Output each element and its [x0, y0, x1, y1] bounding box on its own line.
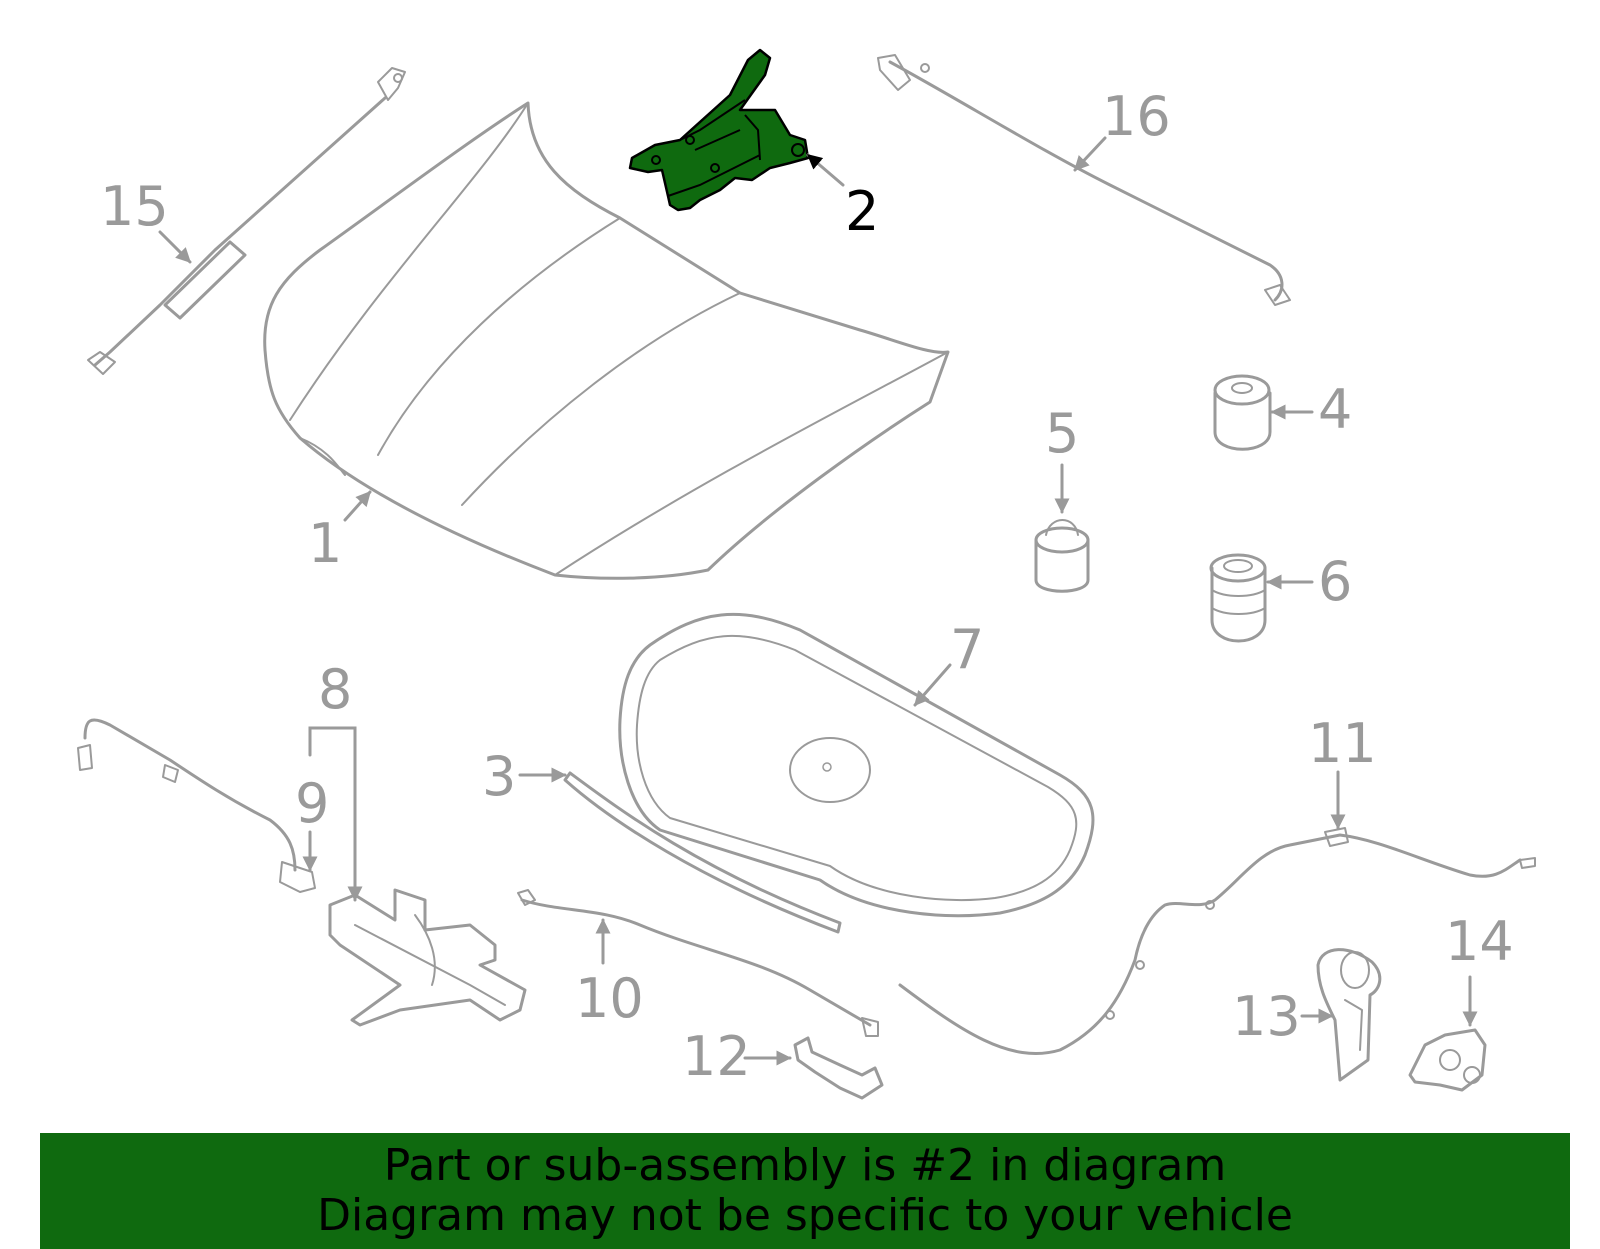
- part-5-stopper: [1034, 519, 1090, 593]
- callout-15: 15: [100, 175, 169, 238]
- callout-6: 6: [1318, 550, 1352, 613]
- banner-line-1: Part or sub-assembly is #2 in diagram: [383, 1140, 1227, 1191]
- leader-lines: [158, 136, 1478, 1066]
- part-4-bumper: [1213, 374, 1272, 451]
- part-6-bumper: [1209, 553, 1267, 643]
- part-10-support-rod: [517, 889, 879, 1037]
- callout-labels: 1 2 3 4 5 6 7 8 9 10 11 12 13 14 15 16: [100, 85, 1514, 1088]
- callout-9: 9: [295, 772, 329, 835]
- callout-16: 16: [1102, 85, 1171, 148]
- callout-4: 4: [1318, 378, 1352, 441]
- part-12-bracket: [793, 1036, 884, 1100]
- part-14-latch-module: [1408, 1028, 1487, 1092]
- part-7-insulator: [618, 612, 1095, 918]
- part-13-release-handle: [1316, 948, 1382, 1082]
- part-11-release-cable: [898, 827, 1536, 1055]
- part-1-hood: [263, 101, 950, 580]
- callout-3: 3: [482, 745, 516, 808]
- callout-7: 7: [950, 618, 984, 681]
- callout-1: 1: [308, 512, 342, 575]
- banner-line-2: Diagram may not be specific to your vehi…: [317, 1190, 1293, 1241]
- callout-12: 12: [682, 1025, 751, 1088]
- part-9-release-cable: [77, 718, 316, 893]
- callout-8: 8: [318, 658, 352, 721]
- part-16-weatherstrip: [877, 54, 1291, 306]
- part-3-seal-strip: [563, 771, 842, 934]
- callout-5: 5: [1045, 402, 1079, 465]
- info-banner: Part or sub-assembly is #2 in diagram Di…: [40, 1133, 1570, 1249]
- callout-2: 2: [845, 180, 879, 243]
- callout-14: 14: [1445, 910, 1514, 973]
- callout-13: 13: [1232, 985, 1301, 1048]
- part-8-hood-latch: [328, 888, 527, 1027]
- part-15-lift-support: [87, 67, 406, 375]
- part-2-hood-hinge: [628, 48, 810, 212]
- callout-11: 11: [1308, 712, 1377, 775]
- callout-10: 10: [575, 967, 644, 1030]
